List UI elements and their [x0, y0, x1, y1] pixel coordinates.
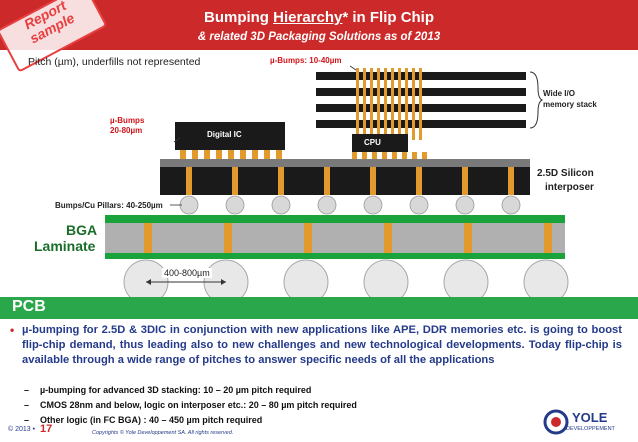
bullet: • — [10, 323, 15, 337]
copyright: Copyrights © Yole Developpement SA. All … — [92, 430, 234, 436]
ubumps-left-pitch: 20-80µm — [110, 126, 143, 135]
title-hierarchy-link[interactable]: Hierarchy — [273, 9, 343, 26]
bga-balls — [123, 259, 569, 298]
ubumps-top-label: µ-Bumps: 10-40µm — [270, 56, 342, 65]
micro-bumps-digital-ic — [180, 150, 282, 159]
dash: – — [24, 400, 30, 410]
main-paragraph: µ-bumping for 2.5D & 3DIC in conjunction… — [22, 324, 622, 366]
slide-subtitle: & related 3D Packaging Solutions as of 2… — [197, 31, 441, 43]
micro-bumps-cpu — [352, 152, 427, 159]
list-item: Other logic (in FC BGA) : 40 – 450 µm pi… — [40, 415, 263, 425]
cpu-die — [352, 134, 408, 152]
dash: – — [24, 385, 30, 395]
pitch-label: 400-800µm — [162, 268, 212, 278]
interposer-label: interposer — [545, 182, 594, 193]
list-item: µ-bumping for advanced 3D stacking: 10 –… — [40, 385, 312, 395]
laminate-vias — [144, 223, 552, 253]
interposer-top-layer — [160, 159, 530, 167]
logo-subtext: DEVELOPPEMENT — [566, 426, 615, 432]
tsv-group — [356, 68, 422, 140]
dash: – — [24, 415, 30, 425]
laminate-top-layer — [105, 215, 565, 223]
title-part: * in Flip Chip — [342, 9, 435, 26]
wide-io-label: Wide I/O — [543, 89, 575, 98]
laminate-label: Laminate — [34, 238, 96, 254]
digital-ic-label: Digital IC — [207, 130, 242, 139]
pcb-bar — [0, 297, 638, 319]
cpu-label: CPU — [364, 138, 381, 147]
flip-chip-diagram — [105, 65, 569, 298]
bga-laminate — [105, 223, 565, 253]
page-number: 17 — [40, 423, 53, 435]
memory-stack-label: memory stack — [543, 100, 597, 109]
pitch-note: Pitch (µm), underfills not represented — [28, 56, 201, 68]
logo-text: YOLE — [572, 410, 608, 425]
yole-logo-icon — [543, 409, 569, 435]
memory-stack — [316, 68, 544, 140]
yole-logo — [543, 409, 569, 435]
ubumps-left-label: µ-Bumps — [110, 116, 145, 125]
bumps-pillars-label: Bumps/Cu Pillars: 40-250µm — [55, 201, 163, 210]
interposer-tsvs — [186, 167, 514, 195]
list-item: CMOS 28nm and below, logic on interposer… — [40, 400, 357, 410]
title-part: Bumping — [203, 9, 274, 26]
bga-label: BGA — [66, 222, 98, 238]
footer-year: © 2013 • — [8, 426, 36, 433]
header-bar — [0, 0, 638, 50]
silicon-interposer — [160, 167, 530, 195]
slide-title: Bumping Hierarchy* in Flip Chip — [0, 9, 638, 26]
laminate-bottom-layer — [105, 253, 565, 259]
interposer-label: 2.5D Silicon — [537, 168, 594, 179]
digital-ic-die — [175, 122, 285, 150]
pcb-label: PCB — [12, 298, 46, 315]
c4-bumps — [179, 195, 521, 215]
